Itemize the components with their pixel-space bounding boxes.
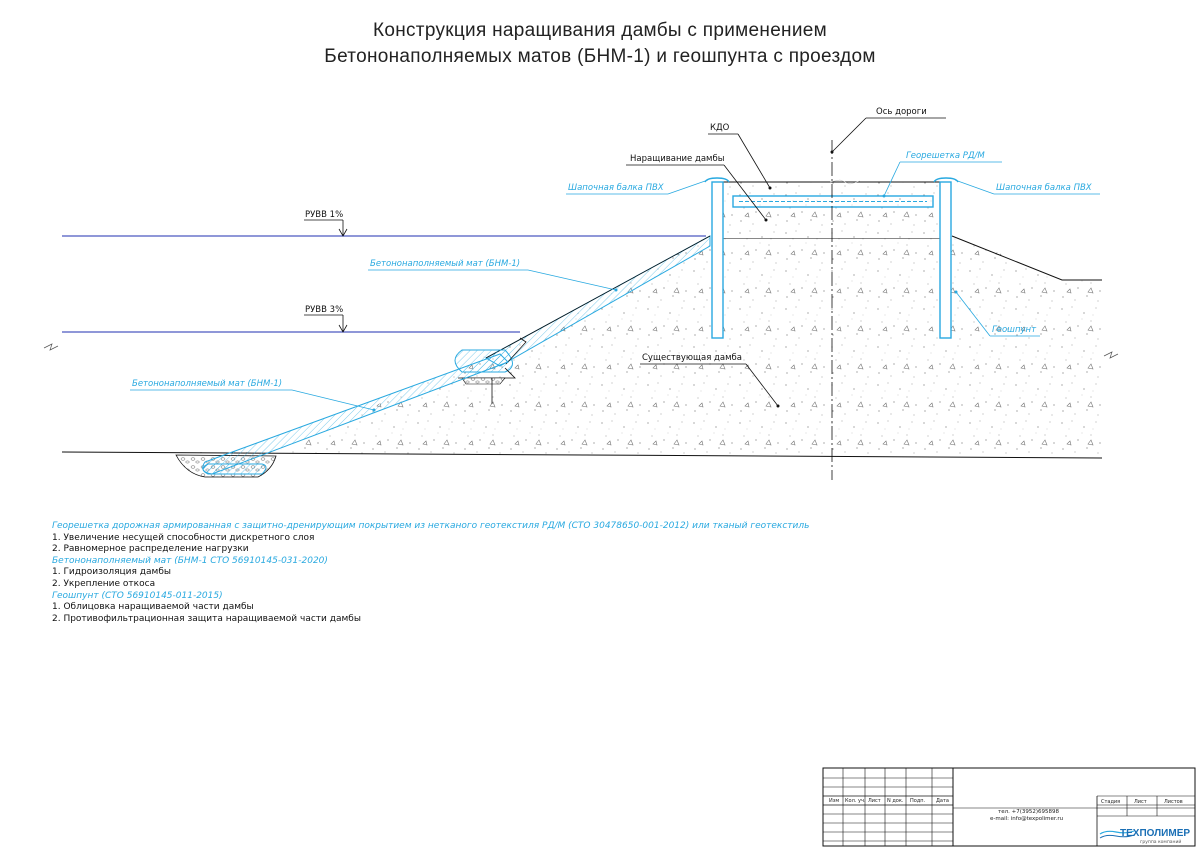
stamp-header-data: Дата	[936, 798, 949, 804]
ruvv3-label: РУВВ 3%	[305, 305, 343, 315]
dam-extension-leader: Наращивание дамбы	[626, 154, 768, 222]
ruvv3-marker: РУВВ 3%	[304, 305, 348, 333]
mat-lower-leader: Бетононаполняемый мат (БНМ-1)	[130, 379, 376, 412]
mat-upper-label: Бетононаполняемый мат (БНМ-1)	[370, 259, 520, 269]
stamp-header-podp: Подп.	[910, 798, 926, 804]
mat-upper-leader: Бетононаполняемый мат (БНМ-1)	[368, 259, 618, 292]
stamp-header-sheet: Лист	[1134, 799, 1147, 805]
drawing-title: Конструкция наращивания дамбы с применен…	[0, 18, 1200, 70]
title-line-2: Бетононаполняемых матов (БНМ-1) и геошпу…	[324, 46, 876, 67]
existing-dam-label: Существующая дамба	[642, 353, 742, 363]
ruvv1-label: РУВВ 1%	[305, 210, 343, 220]
stamp-email: e-mail: info@texpolimer.ru	[990, 816, 1063, 822]
note-item: 2. Противофильтрационная защита наращива…	[52, 613, 361, 624]
note-item: 2. Равномерное распределение нагрузки	[52, 544, 249, 555]
ruvv1-marker: РУВВ 1%	[304, 210, 348, 237]
geosheet-label: Геошпунт	[992, 325, 1037, 335]
stamp-header-kol: Кол. уч.	[845, 798, 866, 804]
note-item: 1. Увеличение несущей способности дискре…	[52, 532, 315, 543]
geogrid-label: Георешетка РД/М	[906, 151, 985, 161]
kdo-leader: КДО	[708, 123, 772, 190]
lower-concrete-mat	[202, 353, 509, 475]
company-logo-sub: группа компаний	[1140, 838, 1181, 845]
dam-extension-block	[723, 179, 940, 238]
note-item: 1. Гидроизоляция дамбы	[52, 567, 171, 578]
notes-block: Георешетка дорожная армированная с защит…	[52, 521, 809, 625]
mat-lower-label: Бетононаполняемый мат (БНМ-1)	[132, 379, 282, 389]
stamp-header-sheets: Листов	[1164, 799, 1183, 805]
kdo-label: КДО	[710, 123, 730, 133]
stamp-header-ndok: N док.	[887, 798, 904, 804]
note-heading: Георешетка дорожная армированная с защит…	[52, 521, 810, 531]
road-axis-leader: Ось дороги	[830, 107, 946, 154]
company-logo-text: ТЕХПОЛИМЕР	[1120, 828, 1190, 839]
stamp-phone: тел. +7(3952)695898	[998, 809, 1059, 815]
road-axis-label: Ось дороги	[876, 107, 927, 117]
break-mark-right	[1103, 351, 1119, 359]
stamp-header-izm: Изм	[829, 798, 839, 804]
title-block: Изм Кол. уч. Лист N док. Подп. Дата Стад…	[822, 767, 1196, 847]
cap-beam-right-leader: Шапочная балка ПВХ	[954, 179, 1100, 195]
note-item: 2. Укрепление откоса	[52, 578, 156, 589]
break-mark-left	[43, 343, 59, 351]
cap-beam-right-label: Шапочная балка ПВХ	[996, 183, 1092, 193]
existing-dam-body	[187, 236, 1102, 458]
note-heading: Геошпунт (СТО 56910145-011-2015)	[52, 590, 223, 601]
cap-beam-left-label: Шапочная балка ПВХ	[568, 183, 664, 193]
dam-extension-label: Наращивание дамбы	[630, 154, 724, 164]
company-logo: ТЕХПОЛИМЕР группа компаний	[1099, 828, 1190, 845]
stamp-header-stage: Стадия	[1101, 799, 1120, 805]
stamp-header-list: Лист	[868, 798, 881, 804]
existing-dam-leader: Существующая дамба	[640, 353, 780, 408]
note-item: 1. Облицовка наращиваемой части дамбы	[52, 602, 254, 613]
geosheet-leader: Геошпунт	[954, 290, 1040, 337]
dam-outline	[951, 235, 1102, 281]
title-line-1: Конструкция наращивания дамбы с применен…	[372, 20, 827, 41]
geogrid-leader: Георешетка РД/М	[882, 151, 1002, 198]
note-heading: Бетононаполняемый мат (БНМ-1 СТО 5691014…	[52, 555, 328, 566]
cap-beam-left-leader: Шапочная балка ПВХ	[566, 179, 709, 195]
